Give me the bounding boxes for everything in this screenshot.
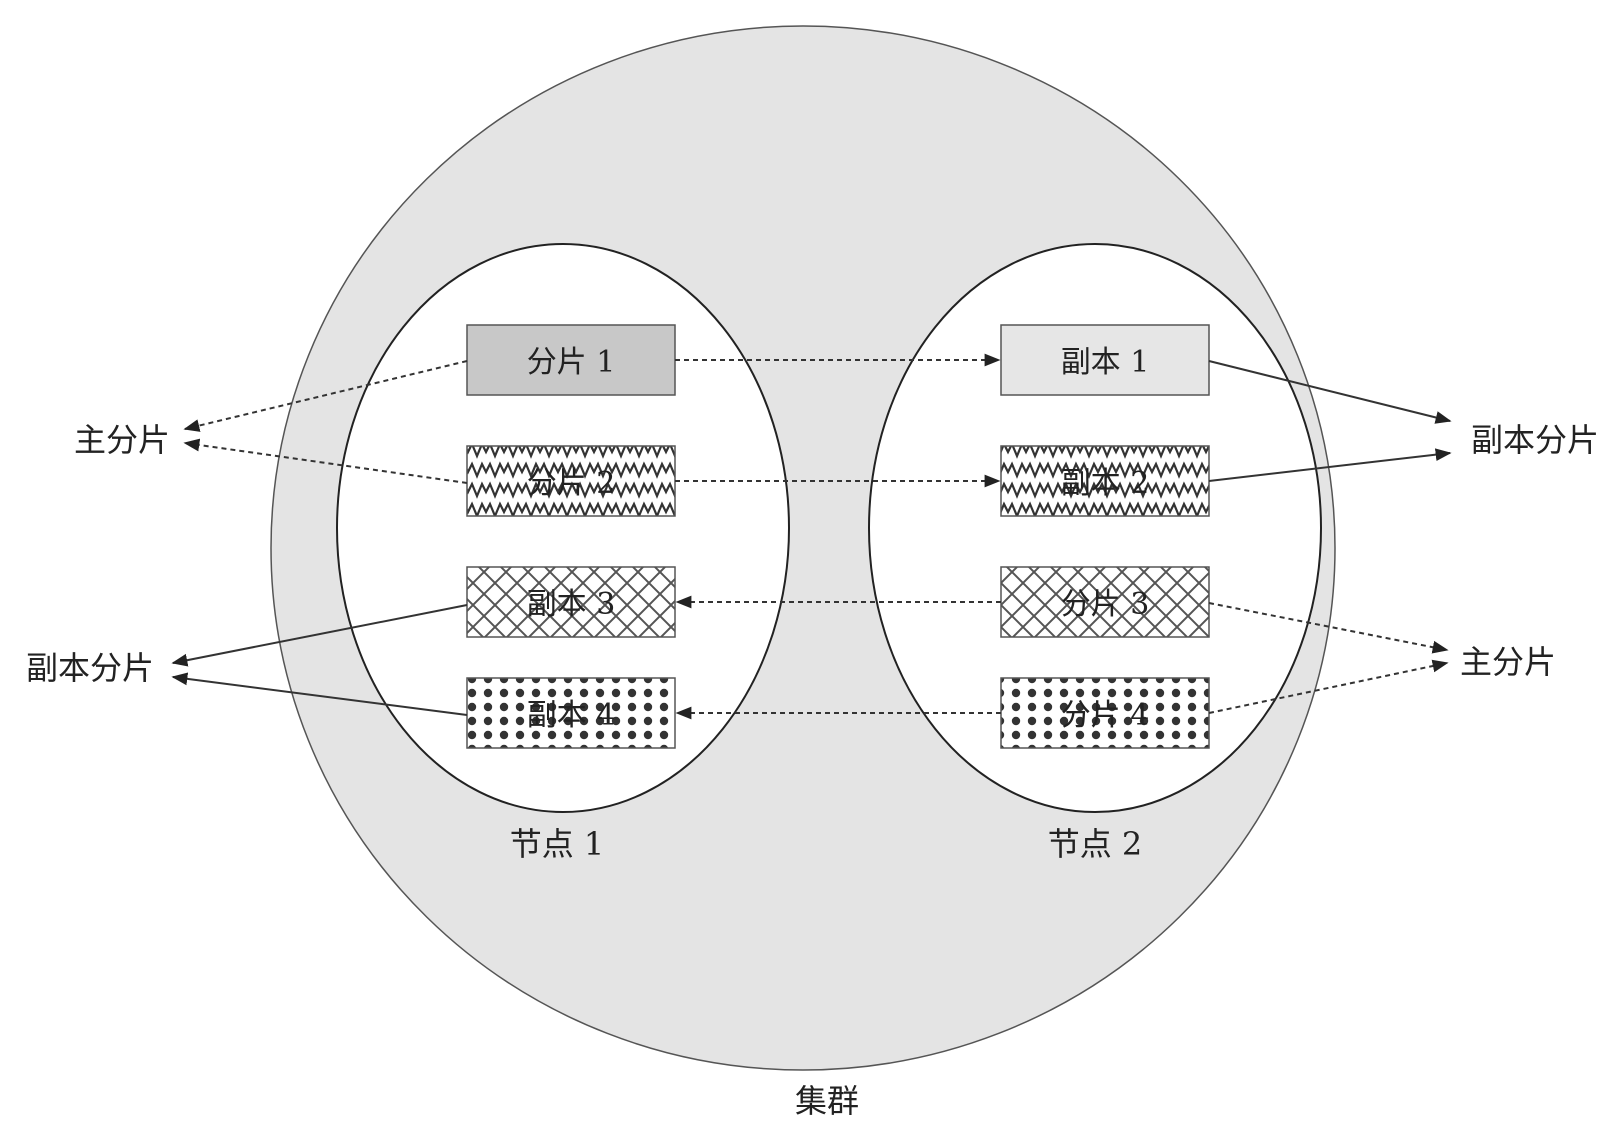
cluster-label: 集群 (795, 1082, 859, 1120)
arrow-replica3-to-replica-label (171, 604, 468, 667)
left-replica-label: 副本分片 (26, 649, 154, 687)
arrow-shard4-to-primary-label (1208, 659, 1449, 714)
box-replica-2 (1000, 445, 1210, 517)
box-shard-4 (1000, 677, 1210, 749)
node-1-label: 节点 1 (510, 825, 605, 863)
label-replica-4: 副本 4 (527, 698, 616, 733)
right-primary-label: 主分片 (1460, 643, 1556, 681)
label-shard-4: 分片 4 (1061, 698, 1150, 733)
node-2-label: 节点 2 (1048, 825, 1143, 863)
label-replica-2: 副本 2 (1061, 466, 1150, 501)
box-replica-1 (1000, 324, 1210, 396)
box-shard-2 (466, 445, 676, 517)
arrow-shard3-to-primary-label (1208, 602, 1449, 654)
label-shard-3: 分片 3 (1061, 587, 1150, 622)
arrow-replica4-to-replica-label (171, 672, 468, 716)
arrow-shard2-to-primary-label (183, 438, 468, 484)
box-shard-3 (1000, 566, 1210, 638)
box-replica-4 (466, 677, 676, 749)
arrow-replica1-to-replica-label (1208, 360, 1452, 424)
label-shard-2: 分片 2 (527, 466, 616, 501)
node-1-ellipse (336, 243, 790, 813)
label-shard-1: 分片 1 (527, 345, 616, 380)
right-replica-label: 副本分片 (1471, 421, 1599, 459)
arrow-shard1-to-primary-label (183, 360, 468, 432)
label-replica-1: 副本 1 (1061, 345, 1150, 380)
label-replica-3: 副本 3 (527, 587, 616, 622)
box-replica-3 (466, 566, 676, 638)
arrow-replica2-to-replica-label (1208, 448, 1452, 482)
left-primary-label: 主分片 (74, 421, 170, 459)
